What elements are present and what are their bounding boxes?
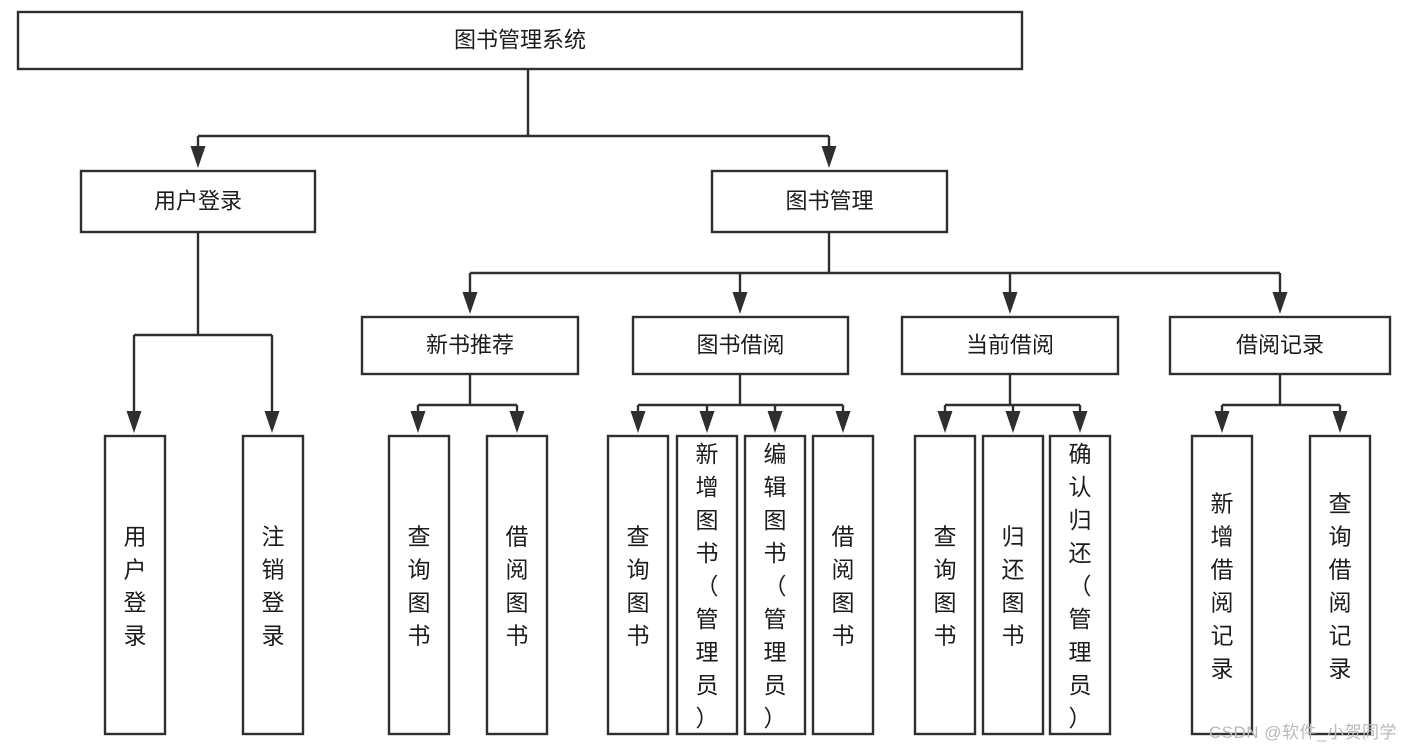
arrow-head-icon: [1272, 292, 1288, 314]
node-borrow-record[interactable]: 借阅记录: [1168, 315, 1392, 376]
node-label-new-book-recommend: 新书推荐: [426, 332, 514, 357]
arrow-head-icon: [410, 411, 426, 433]
arrow-head-icon: [190, 146, 206, 168]
node-box-leaf-query-book-3[interactable]: [913, 434, 977, 736]
node-box-borrow-record[interactable]: [1168, 315, 1392, 376]
node-new-book-recommend[interactable]: 新书推荐: [360, 315, 580, 376]
node-leaf-query-book-3[interactable]: 查询图书: [913, 434, 977, 736]
arrow-head-icon: [630, 411, 646, 433]
node-box-leaf-return-book[interactable]: [981, 434, 1045, 736]
node-leaf-user-logout[interactable]: 注销登录: [241, 434, 305, 736]
node-box-leaf-user-logout[interactable]: [241, 434, 305, 736]
node-leaf-add-book[interactable]: 新增图书（管理员）: [675, 434, 739, 736]
node-label-leaf-return-book: 归还图书: [1002, 524, 1025, 649]
node-label-leaf-query-record: 查询借阅记录: [1329, 491, 1352, 682]
node-label-user-login: 用户登录: [154, 188, 242, 213]
node-label-leaf-query-book-3: 查询图书: [934, 524, 957, 649]
arrow-head-icon: [937, 411, 953, 433]
node-user-login[interactable]: 用户登录: [79, 169, 317, 234]
node-label-leaf-confirm-return: 确认归还（管理员）: [1069, 441, 1092, 731]
node-box-root[interactable]: [16, 10, 1024, 71]
node-label-leaf-borrow-book-1: 借阅图书: [506, 524, 529, 649]
connector-root-to-level2: [190, 69, 837, 168]
node-book-management[interactable]: 图书管理: [710, 169, 949, 234]
node-leaf-return-book[interactable]: 归还图书: [981, 434, 1045, 736]
node-label-leaf-user-login: 用户登录: [124, 524, 147, 649]
node-box-book-management[interactable]: [710, 169, 949, 234]
node-leaf-query-record[interactable]: 查询借阅记录: [1308, 434, 1372, 736]
arrow-head-icon: [1005, 411, 1021, 433]
arrow-head-icon: [264, 411, 280, 433]
node-book-borrow[interactable]: 图书借阅: [631, 315, 850, 376]
node-box-leaf-query-record[interactable]: [1308, 434, 1372, 736]
node-label-leaf-borrow-book-2: 借阅图书: [832, 524, 855, 649]
node-leaf-query-book-2[interactable]: 查询图书: [606, 434, 670, 736]
node-box-leaf-confirm-return[interactable]: [1048, 434, 1112, 736]
arrow-head-icon: [462, 292, 478, 314]
node-label-leaf-edit-book: 编辑图书（管理员）: [764, 441, 787, 731]
arrow-head-icon: [509, 411, 525, 433]
arrow-head-icon: [767, 411, 783, 433]
node-box-user-login[interactable]: [79, 169, 317, 234]
arrow-head-icon: [835, 411, 851, 433]
node-box-current-borrow[interactable]: [900, 315, 1120, 376]
arrow-head-icon: [1072, 411, 1088, 433]
node-leaf-user-login[interactable]: 用户登录: [103, 434, 167, 736]
arrow-head-icon: [821, 146, 837, 168]
node-leaf-borrow-book-1[interactable]: 借阅图书: [485, 434, 549, 736]
connector-newbook-to-leaves: [410, 374, 525, 433]
node-current-borrow[interactable]: 当前借阅: [900, 315, 1120, 376]
node-box-leaf-borrow-book-1[interactable]: [485, 434, 549, 736]
node-label-book-borrow: 图书借阅: [696, 332, 784, 357]
connector-borrowrecord-to-leaves: [1214, 374, 1348, 433]
node-box-leaf-query-book-1[interactable]: [387, 434, 451, 736]
arrow-head-icon: [732, 292, 748, 314]
node-label-current-borrow: 当前借阅: [966, 332, 1054, 357]
node-root[interactable]: 图书管理系统: [16, 10, 1024, 71]
node-leaf-borrow-book-2[interactable]: 借阅图书: [811, 434, 875, 736]
node-label-leaf-add-record: 新增借阅记录: [1211, 491, 1234, 682]
node-label-leaf-query-book-1: 查询图书: [408, 524, 431, 649]
node-box-leaf-add-record[interactable]: [1190, 434, 1254, 736]
arrow-head-icon: [126, 411, 142, 433]
node-leaf-query-book-1[interactable]: 查询图书: [387, 434, 451, 736]
node-box-leaf-edit-book[interactable]: [743, 434, 807, 736]
node-label-leaf-add-book: 新增图书（管理员）: [696, 441, 719, 731]
node-leaf-edit-book[interactable]: 编辑图书（管理员）: [743, 434, 807, 736]
node-box-book-borrow[interactable]: [631, 315, 850, 376]
node-label-root: 图书管理系统: [454, 27, 586, 52]
connector-currentborrow-to-leaves: [937, 374, 1088, 433]
node-label-leaf-user-logout: 注销登录: [262, 524, 285, 649]
arrow-head-icon: [699, 411, 715, 433]
node-box-new-book-recommend[interactable]: [360, 315, 580, 376]
connector-bookborrow-to-leaves: [630, 374, 851, 433]
connectors-layer: [126, 69, 1348, 433]
nodes-layer: 图书管理系统用户登录图书管理新书推荐图书借阅当前借阅借阅记录用户登录注销登录查询…: [16, 10, 1392, 736]
arrow-head-icon: [1332, 411, 1348, 433]
node-leaf-add-record[interactable]: 新增借阅记录: [1190, 434, 1254, 736]
arrow-head-icon: [1002, 292, 1018, 314]
arrow-head-icon: [1214, 411, 1230, 433]
watermark-text: CSDN @软件_小贺同学: [1208, 723, 1397, 742]
node-box-leaf-user-login[interactable]: [103, 434, 167, 736]
node-box-leaf-borrow-book-2[interactable]: [811, 434, 875, 736]
connector-userlogin-to-leaves: [126, 232, 280, 433]
node-box-leaf-query-book-2[interactable]: [606, 434, 670, 736]
connector-bookmgmt-to-level3: [462, 232, 1288, 314]
node-leaf-confirm-return[interactable]: 确认归还（管理员）: [1048, 434, 1112, 736]
node-label-book-management: 图书管理: [785, 188, 873, 213]
node-box-leaf-add-book[interactable]: [675, 434, 739, 736]
node-label-borrow-record: 借阅记录: [1236, 332, 1324, 357]
node-label-leaf-query-book-2: 查询图书: [627, 524, 650, 649]
